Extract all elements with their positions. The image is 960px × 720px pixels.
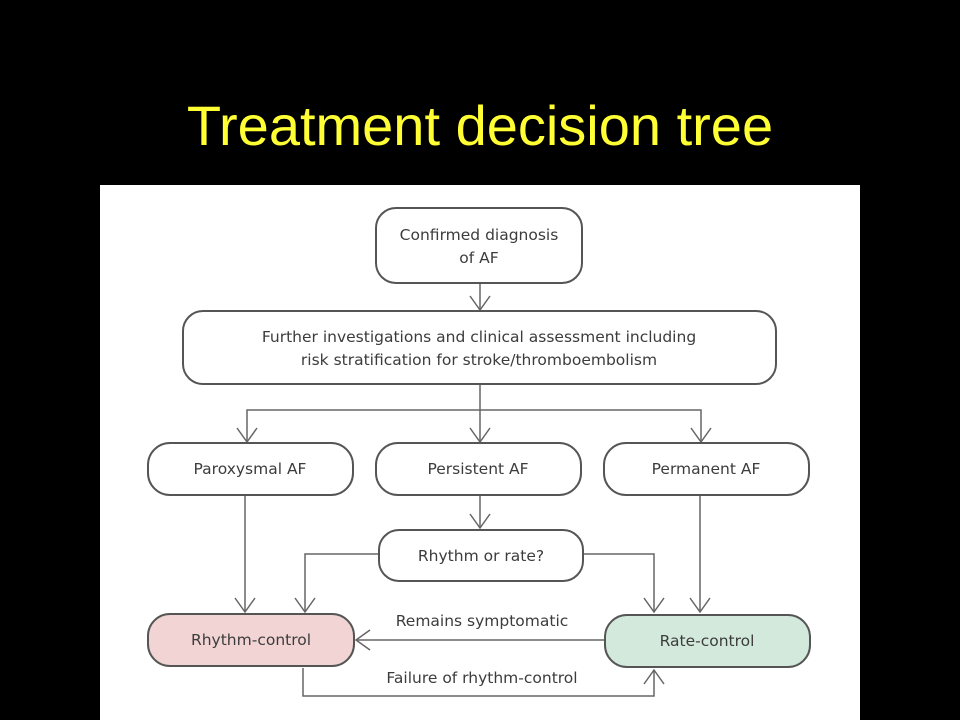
- diagram-panel: Confirmed diagnosis of AF Further invest…: [100, 185, 860, 720]
- node-permanent-af: Permanent AF: [603, 442, 810, 496]
- edge-decision-to-rhythm: [304, 553, 379, 612]
- node-rate-control: Rate-control: [604, 614, 811, 668]
- node-confirmed-diagnosis: Confirmed diagnosis of AF: [375, 207, 583, 284]
- node-permanent-label: Permanent AF: [652, 460, 761, 478]
- arrowhead-rate-right: [689, 597, 711, 614]
- edge-decision-to-rate: [582, 553, 655, 612]
- arrowhead-decision: [469, 513, 491, 530]
- node-decision-label: Rhythm or rate?: [418, 547, 544, 565]
- node-rate-control-label: Rate-control: [660, 632, 755, 650]
- edge-label-remains-symptomatic: Remains symptomatic: [396, 612, 569, 630]
- node-rhythm-control-label: Rhythm-control: [191, 631, 311, 649]
- arrowhead-rate-from-below: [643, 668, 665, 685]
- arrowhead-rhythm-right: [294, 597, 316, 614]
- node-persistent-label: Persistent AF: [427, 460, 528, 478]
- node-further-investigations: Further investigations and clinical asse…: [182, 310, 777, 385]
- flowchart: Confirmed diagnosis of AF Further invest…: [147, 207, 811, 697]
- node-paroxysmal-label: Paroxysmal AF: [194, 460, 307, 478]
- node-confirmed-line1: Confirmed diagnosis: [400, 226, 559, 244]
- edge-failure-rhythm-control: [302, 668, 655, 697]
- edge-branch-horizontal: [246, 409, 702, 442]
- node-investigations-line1: Further investigations and clinical asse…: [262, 328, 696, 346]
- node-rhythm-or-rate: Rhythm or rate?: [378, 529, 584, 582]
- node-investigations-line2: risk stratification for stroke/thromboem…: [301, 351, 657, 369]
- node-paroxysmal-af: Paroxysmal AF: [147, 442, 354, 496]
- node-confirmed-line2: of AF: [459, 249, 498, 267]
- node-rhythm-control: Rhythm-control: [147, 613, 355, 667]
- slide-title: Treatment decision tree: [186, 94, 774, 157]
- arrowhead-rhythm-left: [234, 597, 256, 614]
- arrowhead-rhythm-from-rate: [354, 629, 371, 651]
- node-persistent-af: Persistent AF: [375, 442, 582, 496]
- arrowhead-rate-left: [643, 597, 665, 614]
- edge-label-failure-rhythm-control: Failure of rhythm-control: [386, 669, 577, 687]
- edges: [244, 283, 702, 697]
